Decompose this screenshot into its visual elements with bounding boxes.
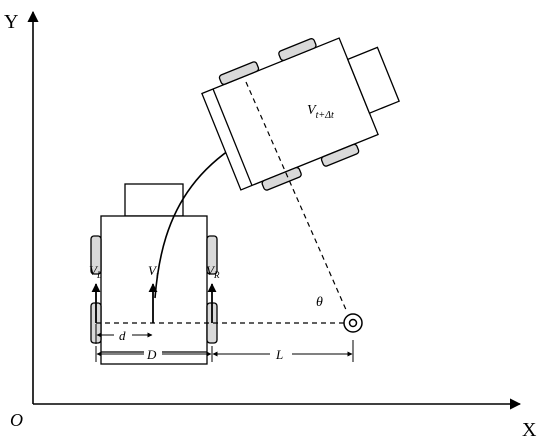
wheel-next-top-rear: [218, 61, 260, 86]
wheel-left-front: [90, 235, 102, 275]
robot-initial-head: [124, 183, 184, 217]
wheel-next-top-front: [278, 38, 317, 62]
robot-next: [201, 37, 400, 191]
wheel-right-front: [206, 235, 218, 275]
robot-next-head: [346, 46, 400, 115]
wheel-next-bottom-rear: [261, 166, 302, 191]
robot-next-rear-line: [212, 88, 253, 186]
dim-D-label: D: [146, 347, 157, 362]
rotation-center-inner: [348, 318, 358, 328]
y-axis-label: Y: [4, 11, 18, 33]
wheel-next-bottom-front: [320, 143, 360, 167]
theta-label: θ: [316, 295, 323, 310]
next-axle-dashed-line: [245, 81, 348, 313]
dim-d-label: d: [119, 328, 126, 343]
dim-L-label: L: [275, 347, 283, 362]
rotation-center-outer: [343, 313, 363, 333]
origin-label: O: [10, 410, 23, 430]
v-left-label: VL: [89, 263, 102, 280]
x-axis-label: X: [522, 419, 537, 441]
v-next-label: Vt+Δt: [307, 103, 334, 121]
v-right-label: VR: [206, 263, 220, 280]
